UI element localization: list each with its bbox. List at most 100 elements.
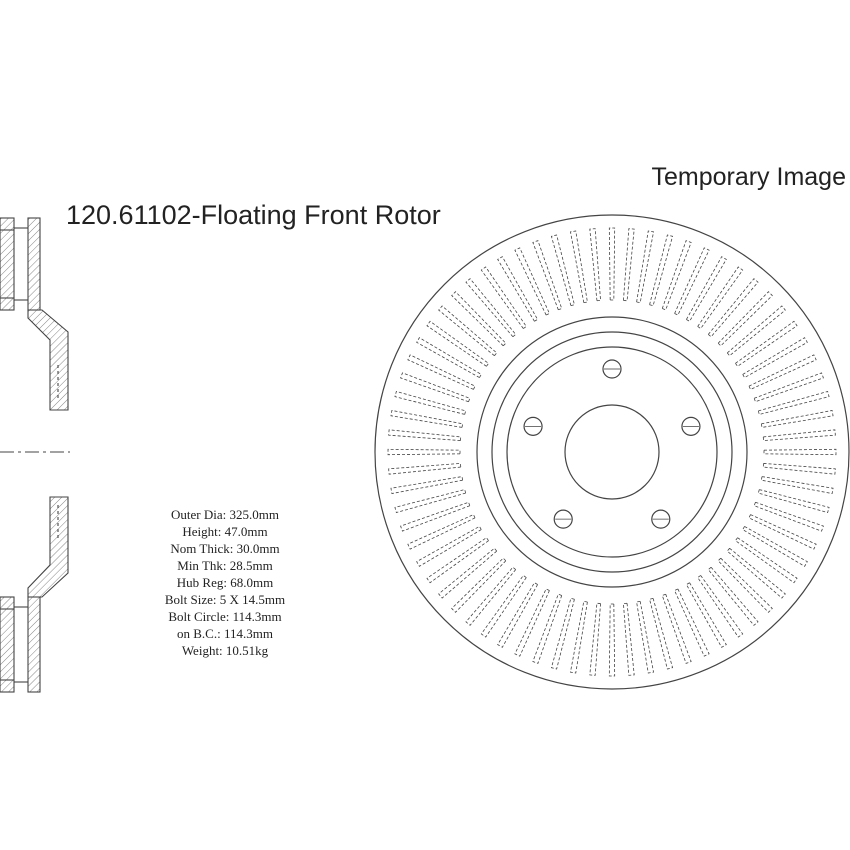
cooling-vane <box>757 489 830 514</box>
cooling-vane <box>685 582 727 648</box>
section-bottom-plate-outer <box>0 596 15 693</box>
cooling-vane <box>407 514 476 550</box>
center-bore <box>564 404 660 500</box>
hub-face-ring <box>506 346 718 558</box>
cooling-vane <box>734 537 798 584</box>
bolt-hole <box>553 509 573 529</box>
cooling-vane <box>451 557 507 613</box>
cooling-vane <box>426 320 490 367</box>
cooling-vane <box>569 600 588 674</box>
cooling-vane <box>742 337 808 379</box>
cooling-vane <box>697 574 744 638</box>
cooling-vane <box>400 372 471 403</box>
cooling-vane <box>407 354 476 390</box>
section-bottom-hat <box>27 496 69 598</box>
cooling-vane <box>674 247 710 316</box>
cooling-vane <box>649 597 674 670</box>
cooling-vane <box>387 448 461 456</box>
hat-inner-ring <box>491 331 733 573</box>
rotor-outer-edge <box>374 214 850 690</box>
bolt-hole <box>523 416 543 436</box>
cooling-vane <box>589 602 601 676</box>
cooling-vane <box>390 476 464 495</box>
spec-outer-dia: Outer Dia: 325.0mm <box>171 507 279 522</box>
hat-outer-ring <box>476 316 748 588</box>
cooling-vane <box>734 320 798 367</box>
cooling-vane <box>569 230 588 304</box>
cooling-vane <box>394 489 467 514</box>
cooling-vane <box>400 501 471 532</box>
cooling-vane <box>465 278 517 338</box>
bolt-hole <box>602 359 622 379</box>
cooling-vane <box>685 256 727 322</box>
bolt-holes <box>523 359 701 529</box>
cooling-vane <box>674 588 710 657</box>
cooling-vane <box>753 372 824 403</box>
rotor-face-view <box>374 214 850 690</box>
cooling-vane <box>742 525 808 567</box>
rotor-cross-section <box>0 217 70 693</box>
cooling-vane <box>514 588 550 657</box>
cooling-vane <box>707 566 759 626</box>
cooling-vane <box>760 476 834 495</box>
cooling-vane <box>532 240 563 311</box>
cooling-vane <box>623 602 635 676</box>
spec-list: Outer Dia: 325.0mm Height: 47.0mm Nom Th… <box>140 506 310 659</box>
cooling-vane <box>394 390 467 415</box>
cooling-vane <box>465 566 517 626</box>
cooling-vane <box>514 247 550 316</box>
cooling-vane <box>451 291 507 347</box>
section-bottom-plate-inner <box>27 596 41 693</box>
spec-min-thk: Min Thk: 28.5mm <box>177 558 273 573</box>
section-top-plate-inner <box>27 217 41 311</box>
cooling-vane <box>753 501 824 532</box>
cooling-vane <box>649 234 674 307</box>
cooling-vane <box>623 228 635 302</box>
cooling-vane <box>763 448 837 456</box>
bolt-hole <box>651 509 671 529</box>
cooling-vane <box>726 305 786 357</box>
cooling-vane <box>550 597 575 670</box>
cooling-vane <box>426 537 490 584</box>
cooling-vane <box>726 547 786 599</box>
cooling-vane <box>717 557 773 613</box>
cooling-vane <box>661 240 692 311</box>
cooling-vane <box>480 574 527 638</box>
spec-nom-thick: Nom Thick: 30.0mm <box>170 541 280 556</box>
cooling-vane <box>748 514 817 550</box>
spec-on-bc: on B.C.: 114.3mm <box>177 626 273 641</box>
cooling-vane <box>390 409 464 428</box>
cooling-vane <box>416 525 482 567</box>
spec-height: Height: 47.0mm <box>182 524 268 539</box>
section-top-hat <box>27 309 69 411</box>
spec-hub-reg: Hub Reg: 68.0mm <box>176 575 274 590</box>
cooling-vane <box>608 227 616 301</box>
cooling-vane <box>416 337 482 379</box>
cooling-vane <box>697 266 744 330</box>
cooling-vane <box>388 429 462 441</box>
cooling-vane <box>707 278 759 338</box>
spec-bolt-size: Bolt Size: 5 X 14.5mm <box>164 592 286 607</box>
cooling-vane <box>717 291 773 347</box>
cooling-vane <box>480 266 527 330</box>
cooling-vane <box>608 603 616 677</box>
section-top-plate-outer <box>0 217 15 311</box>
spec-weight: Weight: 10.51kg <box>181 643 269 658</box>
part-title: 120.61102-Floating Front Rotor <box>66 200 441 230</box>
cooling-vane <box>589 228 601 302</box>
cooling-vane <box>550 234 575 307</box>
cooling-vanes <box>387 227 837 677</box>
bolt-hole <box>681 416 701 436</box>
cooling-vane <box>661 593 692 664</box>
cooling-vane <box>497 256 539 322</box>
cooling-vane <box>636 600 655 674</box>
cooling-vane <box>532 593 563 664</box>
temporary-image-label: Temporary Image <box>651 163 846 191</box>
cooling-vane <box>388 463 462 475</box>
cooling-vane <box>438 547 498 599</box>
cooling-vane <box>757 390 830 415</box>
cooling-vane <box>762 429 836 441</box>
cooling-vane <box>438 305 498 357</box>
cooling-vane <box>748 354 817 390</box>
